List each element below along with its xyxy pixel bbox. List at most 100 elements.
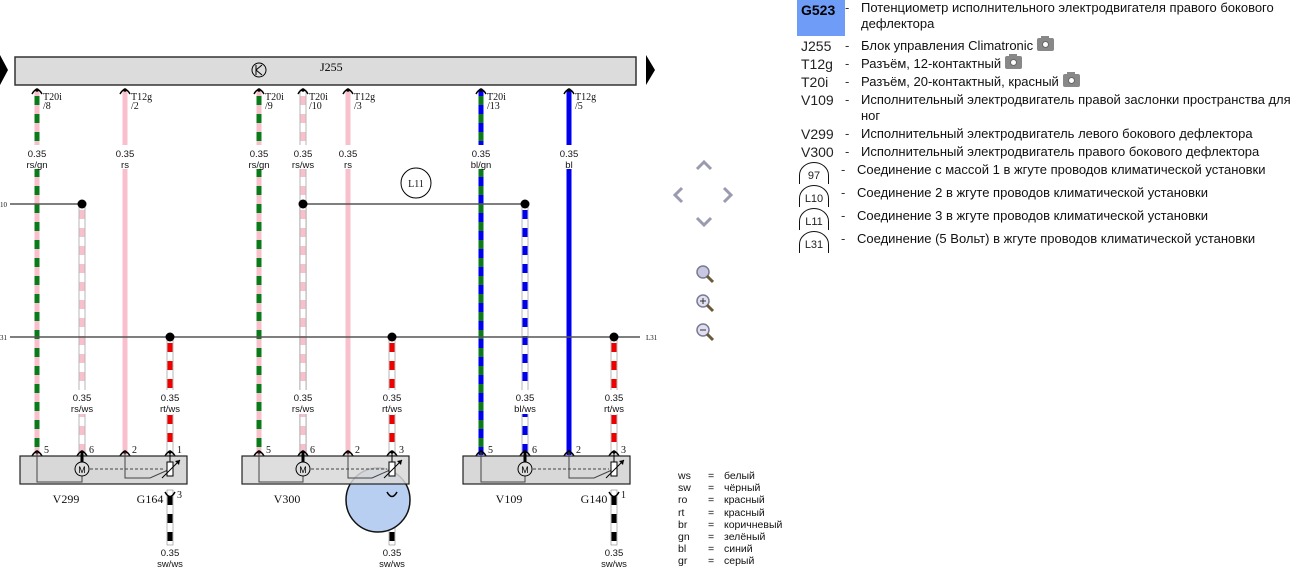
wire-size-label: 0.35 (383, 548, 402, 559)
pin-pin-label: 2 (355, 445, 360, 456)
connector-pin: /10 (309, 101, 322, 112)
wire-stripe (522, 444, 528, 453)
zoom-in-button[interactable] (694, 292, 716, 314)
wire-stripe (478, 276, 484, 285)
camera-icon[interactable] (1005, 54, 1023, 69)
wire-label-bg (511, 390, 539, 414)
wire-stripe (389, 433, 395, 442)
legend-row-t12g[interactable]: T12g-Разъём, 12-контактный (797, 54, 1304, 72)
wire-color-label: rs/gn (248, 160, 269, 171)
wire-base (521, 203, 529, 456)
legend-row-l31[interactable]: L31-Соединение (5 Вольт) в жгуте проводо… (797, 231, 1304, 253)
pan-up-button[interactable] (694, 158, 714, 172)
wire-mid-1[interactable] (78, 203, 86, 456)
wire-top-3[interactable] (256, 90, 262, 455)
legend-row-g523[interactable]: G523-Потенциометр исполнительного электр… (797, 0, 1304, 36)
zoom-reset-button[interactable] (694, 263, 716, 285)
legend-description: Соединение 2 в жгуте проводов климатичес… (857, 185, 1208, 200)
wire-color-label: sw/ws (379, 559, 405, 570)
wire-label-bg (245, 145, 273, 169)
wire-top-6[interactable] (478, 90, 484, 455)
pan-right-button[interactable] (720, 185, 736, 205)
wire-bottom-1[interactable] (166, 489, 174, 546)
pin-pin-label: 6 (89, 445, 94, 456)
wire-top-1[interactable] (34, 90, 40, 455)
legend-separator: - (841, 162, 846, 177)
camera-icon[interactable] (1037, 36, 1055, 51)
wire-size-label: 0.35 (250, 149, 269, 160)
internal-wire (124, 452, 169, 479)
pin-label: 3 (177, 490, 182, 501)
connector-pin: /3 (354, 101, 362, 112)
legend-separator: - (845, 74, 850, 89)
legend-description: Разъём, 12-контактный (861, 54, 1304, 72)
wire-stripe (300, 168, 306, 177)
wire-base (299, 203, 307, 456)
wire-base (78, 203, 86, 456)
wire-stripe (34, 96, 40, 105)
legend-row-v299[interactable]: V299-Исполнительный электродвигатель лев… (797, 126, 1304, 142)
legend-code: T12g (801, 56, 833, 72)
potentiometer-icon (388, 461, 396, 477)
wire-stripe (300, 186, 306, 195)
wire-stripe (522, 318, 528, 327)
color-legend-row: gr=серый (678, 555, 782, 567)
previous-page-arrow-icon[interactable] (0, 55, 8, 85)
internal-wire (568, 452, 613, 479)
legend-row-l10[interactable]: L10-Соединение 2 в жгуте проводов климат… (797, 185, 1304, 207)
wire-color-label: bl (565, 160, 572, 171)
connector-2-pin-dot (123, 88, 127, 92)
legend-row-t20i[interactable]: T20i-Разъём, 20-контактный, красный (797, 72, 1304, 90)
component-box-v300[interactable] (241, 455, 410, 485)
wire-stripe (389, 343, 395, 352)
pan-left-button[interactable] (670, 185, 686, 205)
bus-junction-dot (387, 332, 397, 342)
wire-stripe (167, 343, 173, 352)
zoom-out-button[interactable] (694, 321, 716, 343)
component-legend: G523-Потенциометр исполнительного электр… (797, 0, 1304, 254)
wire-bottom-3[interactable] (610, 489, 618, 546)
wire-stripe (167, 496, 173, 505)
wire-stripe (611, 514, 617, 523)
connection-circle-icon: 97 (799, 162, 829, 184)
color-separator: = (708, 518, 715, 531)
wire-stripe (478, 258, 484, 267)
wire-size-label: 0.35 (605, 548, 624, 559)
legend-row-v109[interactable]: V109-Исполнительный электродвигатель пра… (797, 92, 1304, 124)
wire-stripe (522, 372, 528, 381)
camera-icon[interactable] (1062, 72, 1080, 87)
wire-stripe (79, 246, 85, 255)
wire-stripe (34, 222, 40, 231)
chevron-up-icon (695, 159, 713, 171)
wire-stripe (79, 444, 85, 453)
legend-row-l11[interactable]: L11-Соединение 3 в жгуте проводов климат… (797, 208, 1304, 230)
wire-mid-3[interactable] (299, 203, 307, 456)
wire-stripe (522, 246, 528, 255)
bus-l10-edge-label: 10 (0, 201, 8, 209)
connector-name: T20i (487, 92, 506, 103)
wire-stripe (478, 168, 484, 177)
wire-mid-5[interactable] (521, 203, 529, 456)
legend-description: Соединение 3 в жгуте проводов климатичес… (857, 208, 1208, 223)
wire-stripe (478, 366, 484, 375)
pan-down-button[interactable] (694, 215, 714, 229)
component-box-v299[interactable] (19, 455, 188, 485)
legend-row-j255[interactable]: J255-Блок управления Climatronic (797, 36, 1304, 54)
wire-size-label: 0.35 (161, 548, 180, 559)
splice-l11-circle[interactable] (400, 167, 432, 199)
wire-stripe (522, 426, 528, 435)
wire-size-label: 0.35 (73, 393, 92, 404)
color-name: чёрный (724, 482, 761, 495)
wire-size-label: 0.35 (294, 393, 313, 404)
next-page-arrow-icon[interactable] (646, 55, 655, 85)
legend-row-97[interactable]: 97-Соединение с массой 1 в жгуте проводо… (797, 162, 1304, 184)
wire-label-bg (467, 145, 495, 169)
component-box-v109[interactable] (462, 455, 631, 485)
legend-row-v300[interactable]: V300-Исполнительный электродвигатель пра… (797, 144, 1304, 160)
wire-size-label: 0.35 (383, 393, 402, 404)
wire-label-bg (555, 145, 583, 169)
wire-stripe (478, 312, 484, 321)
control-unit-j255-box[interactable] (14, 56, 637, 86)
wire-stripe (256, 330, 262, 339)
color-code: gn (678, 531, 690, 544)
